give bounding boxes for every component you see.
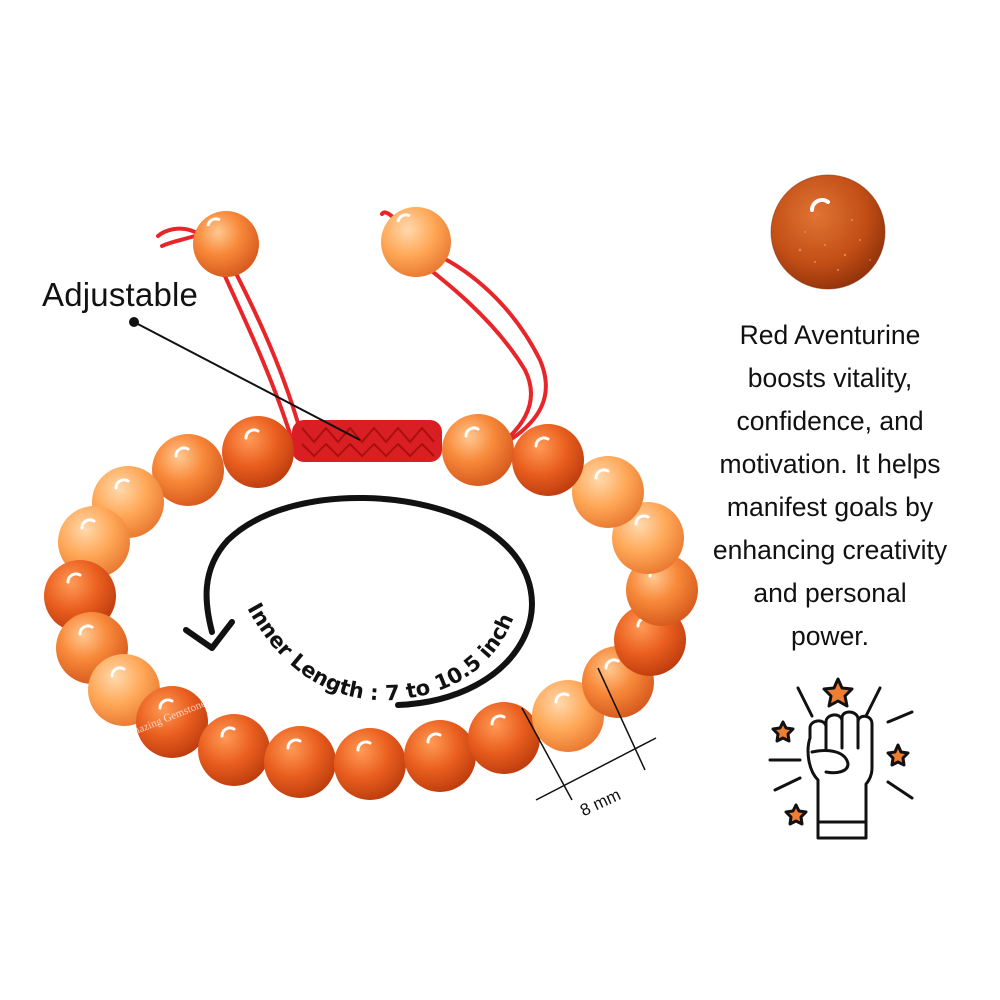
bead-size-dimension xyxy=(521,667,657,801)
bracelet-bead xyxy=(152,434,224,506)
inner-length-label: Inner Length : 7 to 10.5 inch xyxy=(243,599,519,706)
bracelet-bead xyxy=(222,416,294,488)
bracelet-bead xyxy=(264,726,336,798)
description-line: and personal xyxy=(753,578,907,608)
bead-highlight xyxy=(244,428,260,440)
bead-highlight xyxy=(594,468,610,480)
adjustable-pointer xyxy=(129,317,361,441)
bead-highlight xyxy=(80,518,96,530)
description-line: manifest goals by xyxy=(726,492,934,522)
bead-highlight xyxy=(114,478,130,490)
bracelet-bead xyxy=(572,456,644,528)
adjustable-label: Adjustable xyxy=(42,276,199,313)
bead-highlight xyxy=(286,738,302,750)
gemstone-description: Red Aventurine boosts vitality, confiden… xyxy=(690,314,970,658)
bead-highlight xyxy=(220,726,236,738)
raised-fist-stars-icon xyxy=(768,677,914,840)
bead-size-label: 8 mm xyxy=(577,785,624,820)
bracelet-bead xyxy=(198,714,270,786)
bead-highlight xyxy=(534,436,550,448)
bead-highlight xyxy=(464,426,480,438)
bead-highlight xyxy=(426,732,442,744)
bracelet-bead xyxy=(58,506,130,578)
bracelet-bead xyxy=(136,686,208,758)
description-line: boosts vitality, xyxy=(747,363,913,393)
bead-highlight xyxy=(158,698,174,710)
bead-highlight xyxy=(78,624,94,636)
bead-highlight xyxy=(110,666,126,678)
description-line: enhancing creativity xyxy=(712,535,948,565)
end-bead-right xyxy=(381,207,451,277)
macrame-knot xyxy=(292,420,442,462)
red-aventurine-sphere-icon xyxy=(770,174,886,290)
bead-highlight xyxy=(66,572,82,584)
bead-highlight xyxy=(634,514,650,526)
bracelet-bead xyxy=(334,728,406,800)
bracelet-bead xyxy=(468,702,540,774)
bracelet-bead xyxy=(442,414,514,486)
bead-highlight xyxy=(356,740,372,752)
end-bead-left xyxy=(193,211,259,277)
bead-highlight xyxy=(174,446,190,458)
bead-highlight xyxy=(490,714,506,726)
bracelet-bead xyxy=(404,720,476,792)
description-line: motivation. It helps xyxy=(719,449,941,479)
bracelet-bead xyxy=(512,424,584,496)
description-line: power. xyxy=(790,621,870,651)
inner-length-arrow xyxy=(183,495,535,708)
description-line: confidence, and xyxy=(736,406,924,436)
description-line: Red Aventurine xyxy=(739,320,921,350)
bead-highlight xyxy=(554,692,570,704)
bracelet-beads xyxy=(44,414,698,800)
bead-highlight xyxy=(604,658,620,670)
